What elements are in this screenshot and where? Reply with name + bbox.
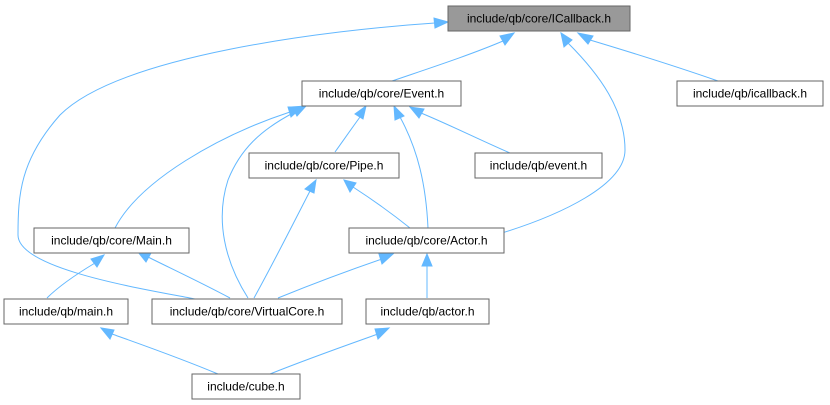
node-label: include/qb/core/Main.h	[51, 234, 172, 248]
edge-arrowhead	[304, 178, 317, 194]
node-cube[interactable]: include/cube.h	[191, 373, 301, 400]
edge-arrowhead	[354, 104, 367, 120]
edge-event-api-to-event	[420, 112, 511, 154]
edge-event-to-icallback	[391, 40, 504, 82]
edge-arrowhead	[343, 179, 357, 193]
edge-arrowhead	[393, 104, 405, 121]
edge-icallback-api-to-icallback	[589, 39, 719, 82]
node-box	[191, 373, 301, 400]
node-label: include/qb/core/Event.h	[319, 87, 444, 101]
edge-pipe-to-event	[334, 116, 361, 153]
nodes: include/qb/core/ICallback.h include/qb/c…	[3, 5, 824, 400]
edge-main-api-to-main	[46, 262, 96, 299]
node-main-api[interactable]: include/qb/main.h	[3, 298, 129, 325]
node-label: include/qb/core/VirtualCore.h	[170, 305, 325, 319]
edge-arrowhead	[576, 32, 594, 45]
edge-cube-to-main-api	[111, 333, 219, 375]
node-event-api[interactable]: include/qb/event.h	[474, 152, 603, 179]
node-box	[676, 80, 824, 107]
edge-virtualcore-to-pipe	[253, 190, 311, 299]
edge-cube-to-actor-api	[269, 333, 379, 375]
node-label: include/qb/actor.h	[380, 305, 474, 319]
edge-arrowhead	[433, 17, 450, 29]
node-label: include/qb/core/ICallback.h	[467, 12, 611, 26]
node-box	[301, 80, 462, 107]
node-event-core[interactable]: include/qb/core/Event.h	[301, 80, 462, 107]
node-box	[474, 152, 603, 179]
edge-arrowhead	[99, 327, 115, 340]
edge-arrowhead	[90, 254, 106, 268]
edge-actor-to-icallback	[501, 42, 626, 234]
node-box	[151, 298, 343, 325]
node-pipe-core[interactable]: include/qb/core/Pipe.h	[248, 152, 400, 179]
node-box	[33, 227, 190, 254]
node-box	[348, 227, 505, 254]
edge-arrowhead	[560, 31, 573, 48]
node-actor-core[interactable]: include/qb/core/Actor.h	[348, 227, 505, 254]
edge-arrowhead	[291, 105, 308, 117]
node-box	[3, 298, 129, 325]
node-main-core[interactable]: include/qb/core/Main.h	[33, 227, 190, 254]
edge-actor-to-event	[399, 116, 429, 229]
edge-virtualcore-to-event	[221, 111, 296, 299]
node-actor-api[interactable]: include/qb/actor.h	[365, 298, 490, 325]
node-label: include/cube.h	[207, 380, 284, 394]
node-virtualcore-core[interactable]: include/qb/core/VirtualCore.h	[151, 298, 343, 325]
edge-arrowhead	[421, 252, 433, 267]
edge-arrowhead	[378, 253, 395, 265]
node-label: include/qb/core/Actor.h	[365, 234, 487, 248]
edge-virtualcore-to-main	[147, 256, 231, 299]
edge-arrowhead	[374, 327, 391, 340]
node-box	[248, 152, 400, 179]
edge-main-to-event	[114, 111, 291, 229]
edge-actor-to-pipe	[352, 186, 411, 229]
node-label: include/qb/core/Pipe.h	[265, 159, 384, 173]
node-label: include/qb/icallback.h	[693, 87, 807, 101]
node-label: include/qb/event.h	[490, 159, 587, 173]
edge-arrowhead	[499, 32, 516, 46]
node-box	[447, 5, 631, 32]
edges	[17, 17, 719, 375]
edge-virtualcore-to-icallback	[17, 22, 436, 300]
node-icallback-core[interactable]: include/qb/core/ICallback.h	[447, 5, 631, 32]
edge-virtualcore-to-actor	[277, 258, 383, 299]
node-icallback-api[interactable]: include/qb/icallback.h	[676, 80, 824, 107]
node-label: include/qb/main.h	[19, 305, 113, 319]
node-box	[365, 298, 490, 325]
edge-arrowhead	[408, 106, 425, 119]
